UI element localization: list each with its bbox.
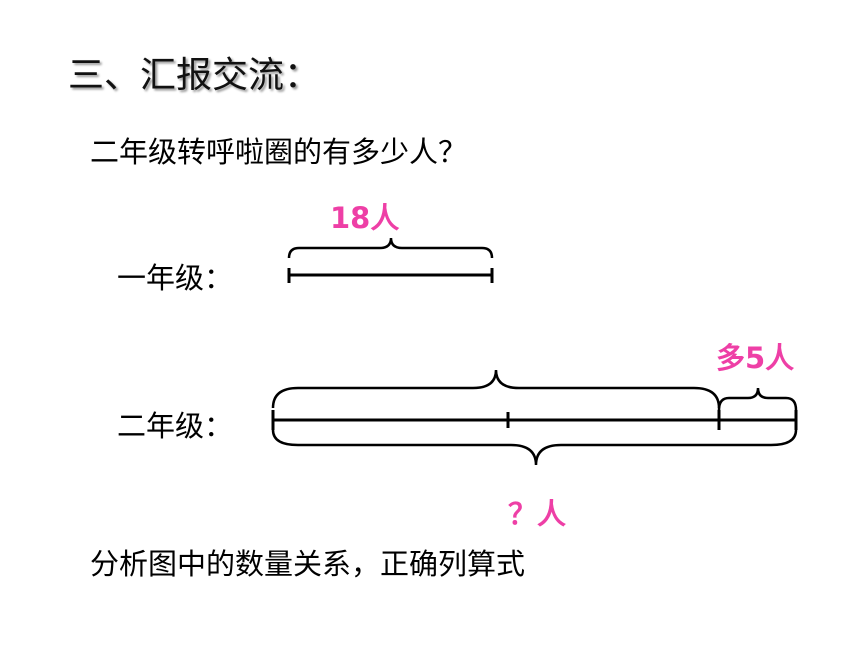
unknown-amount-label: ？人 xyxy=(508,497,567,531)
grade1-label: 一年级： xyxy=(117,261,234,295)
question-text: 二年级转呼啦圈的有多少人？ xyxy=(90,135,468,169)
analysis-prompt: 分析图中的数量关系，正确列算式 xyxy=(90,547,526,581)
grade1-brace xyxy=(287,237,494,259)
more-amount-label: 多5人 xyxy=(716,341,795,375)
grade1-amount-label: 18人 xyxy=(330,201,400,235)
grade2-bottom-brace xyxy=(271,429,798,466)
grade2-label: 二年级： xyxy=(117,409,234,443)
grade2-segment xyxy=(271,410,798,430)
section-title: 三、汇报交流： xyxy=(68,55,321,96)
grade1-segment xyxy=(287,268,494,283)
more5-brace xyxy=(717,387,798,411)
grade2-top-brace xyxy=(271,369,721,409)
